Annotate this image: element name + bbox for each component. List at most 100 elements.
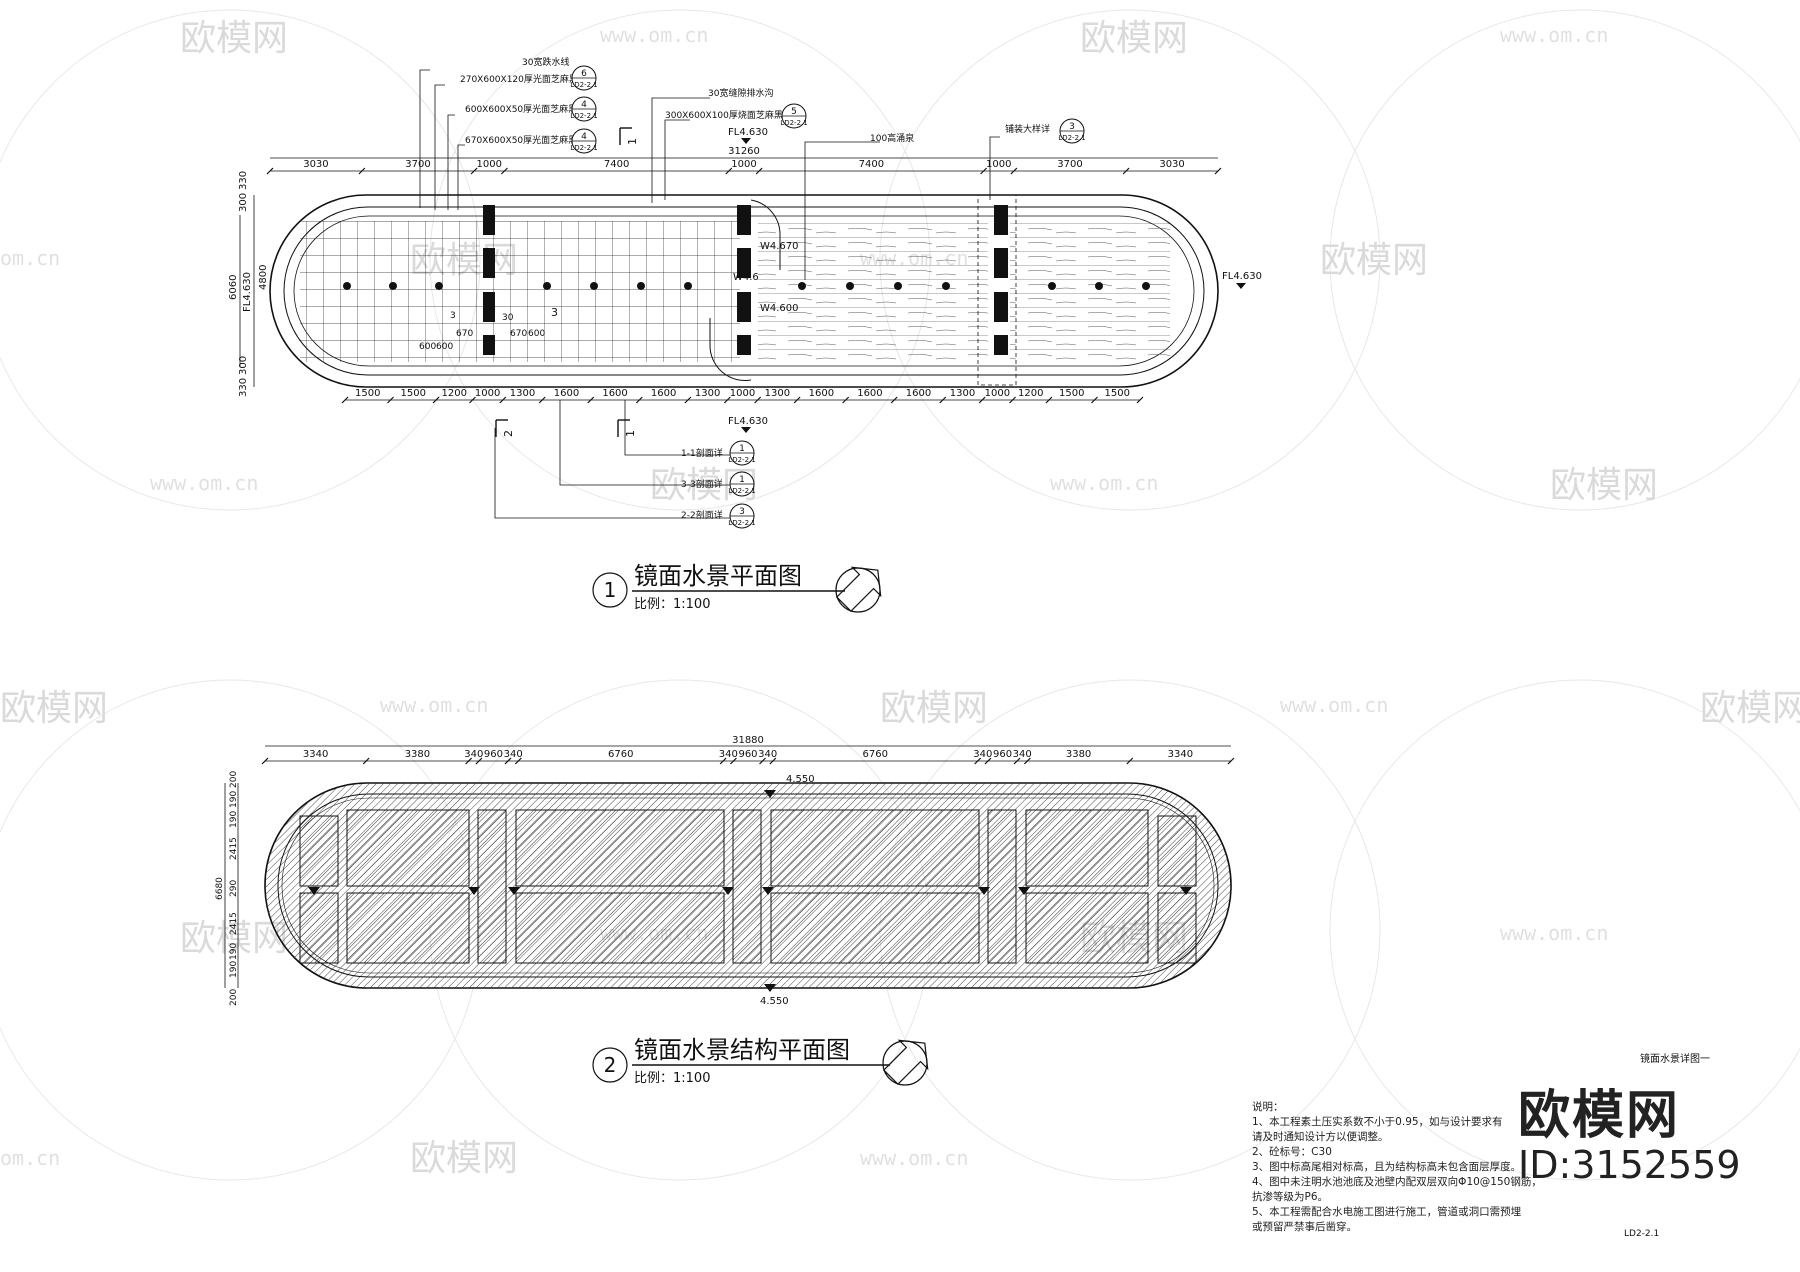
watermark-logo: 欧模网	[1080, 18, 1188, 59]
watermark-url: www.om.cn	[1500, 23, 1608, 47]
watermark-logo: 欧模网	[180, 918, 288, 959]
watermark-url: www.om.cn	[1050, 471, 1158, 495]
sheet-number: LD2-2.1	[1624, 1229, 1659, 1239]
dimension-value: 3030	[1159, 159, 1184, 170]
watermark-logo: 欧模网	[1550, 465, 1658, 506]
drawing-title: 镜面水景结构平面图	[634, 1036, 850, 1064]
dim-small: 670	[456, 329, 473, 339]
general-notes: 说明： 1、本工程素土压实系数不小于0.95，如与设计要求有 请及时通知设计方以…	[1252, 1100, 1552, 1235]
dimension-value: 1500	[1105, 388, 1130, 399]
watermark-url: www.om.cn	[860, 1146, 968, 1170]
dimension-value: 3700	[405, 159, 430, 170]
bubble-ref: 1	[739, 444, 745, 454]
bubble-ref: 4	[581, 132, 587, 142]
leader-lines	[419, 69, 1000, 519]
dimension-tick	[538, 396, 546, 404]
section-text: 1-1剖面详	[681, 447, 723, 459]
bubble-ref: 3	[1069, 122, 1075, 132]
dimension-tick	[719, 757, 727, 765]
dimension-value: 340	[504, 749, 523, 760]
dimension-tick	[1009, 396, 1016, 404]
dim-left: 190	[229, 791, 239, 808]
callout-text: 铺装大样详	[1005, 123, 1050, 135]
dim-left: 2415	[229, 837, 239, 860]
watermark-logo: 欧模网	[0, 688, 108, 729]
level-fl-top: FL4.630	[728, 127, 768, 138]
dim-left: 6060	[228, 275, 239, 300]
dimension-tick	[974, 757, 982, 765]
level-water: W4.6	[733, 272, 759, 283]
level-water: W4.670	[760, 241, 799, 252]
dimension-tick	[842, 396, 850, 404]
brand-name: 欧模网	[1518, 1086, 1681, 1146]
dimension-value: 1500	[355, 388, 380, 399]
callout-text: 270X600X120厚光面芝麻黑	[460, 73, 578, 85]
dimension-value: 1000	[986, 159, 1011, 170]
dimension-tick	[769, 757, 777, 765]
bubble-ref: 5	[791, 107, 797, 117]
dimension-tick	[1122, 167, 1130, 175]
dimension-tick	[362, 757, 370, 765]
watermark-logo: 欧模网	[1320, 240, 1428, 281]
watermark-url: www.om.cn	[600, 23, 708, 47]
dimension-tick	[730, 757, 737, 765]
level-marker	[741, 138, 751, 144]
dimension-value: 960	[484, 749, 503, 760]
dimension-value: 960	[993, 749, 1012, 760]
section-mark-3: 3	[551, 306, 558, 319]
dimension-tick	[759, 757, 766, 765]
dimension-tick	[261, 757, 269, 765]
bubble-ref: 4	[581, 100, 587, 110]
dimension-tick	[465, 757, 473, 765]
dimension-value: 3030	[303, 159, 328, 170]
north-arrow-icon	[882, 1039, 929, 1086]
dimension-value: 1600	[857, 388, 882, 399]
pool-outline	[269, 194, 1219, 388]
dimension-tick	[1023, 757, 1031, 765]
dimension-value: 1300	[695, 388, 720, 399]
dimension-tick	[725, 167, 733, 175]
slab-panels	[299, 809, 1197, 964]
slab-fill	[281, 797, 1215, 974]
dimension-tick	[504, 757, 512, 765]
fountain-jets	[343, 282, 1150, 290]
sheet-title: 镜面水景详图一	[1640, 1052, 1710, 1065]
dimension-value: 1000	[731, 159, 756, 170]
dimension-tick	[684, 396, 692, 404]
dim-left-overall: 6680	[215, 877, 225, 900]
drawing-number: 1	[604, 578, 617, 602]
dimension-tick	[723, 396, 731, 404]
note-line: 1、本工程素土压实系数不小于0.95，如与设计要求有	[1252, 1116, 1503, 1128]
dimension-tick	[890, 396, 898, 404]
dim-left: 200	[229, 771, 239, 788]
dimension-tick	[387, 396, 394, 404]
dimension-value: 7400	[604, 159, 629, 170]
dimension-value: 340	[758, 749, 777, 760]
note-line: 5、本工程需配合水电施工图进行施工，管道或洞口需预埋	[1252, 1206, 1522, 1218]
callout-text: 600X600X50厚光面芝麻黑	[465, 103, 577, 115]
note-line: 抗渗等级为P6。	[1252, 1191, 1329, 1203]
paving-detail-box	[977, 194, 1017, 386]
level-water: W4.600	[760, 303, 799, 314]
dimension-tick	[469, 396, 476, 404]
brand-id: ID:3152559	[1518, 1143, 1741, 1187]
watermark-url: www.om.cn	[150, 471, 258, 495]
dimension-tick	[475, 757, 483, 765]
callout-text: 300X600X100厚烧面芝麻黑	[665, 109, 783, 121]
callout-text: 670X600X50厚光面芝麻黑	[465, 134, 577, 146]
dimension-tick	[499, 396, 507, 404]
dimension-value: 6760	[608, 749, 633, 760]
callout-text: 100高涌泉	[870, 132, 914, 144]
dimension-tick	[793, 396, 801, 404]
level-top: 4.550	[786, 774, 815, 785]
dimension-value: 3380	[405, 749, 430, 760]
drawing-title: 镜面水景平面图	[634, 562, 802, 590]
